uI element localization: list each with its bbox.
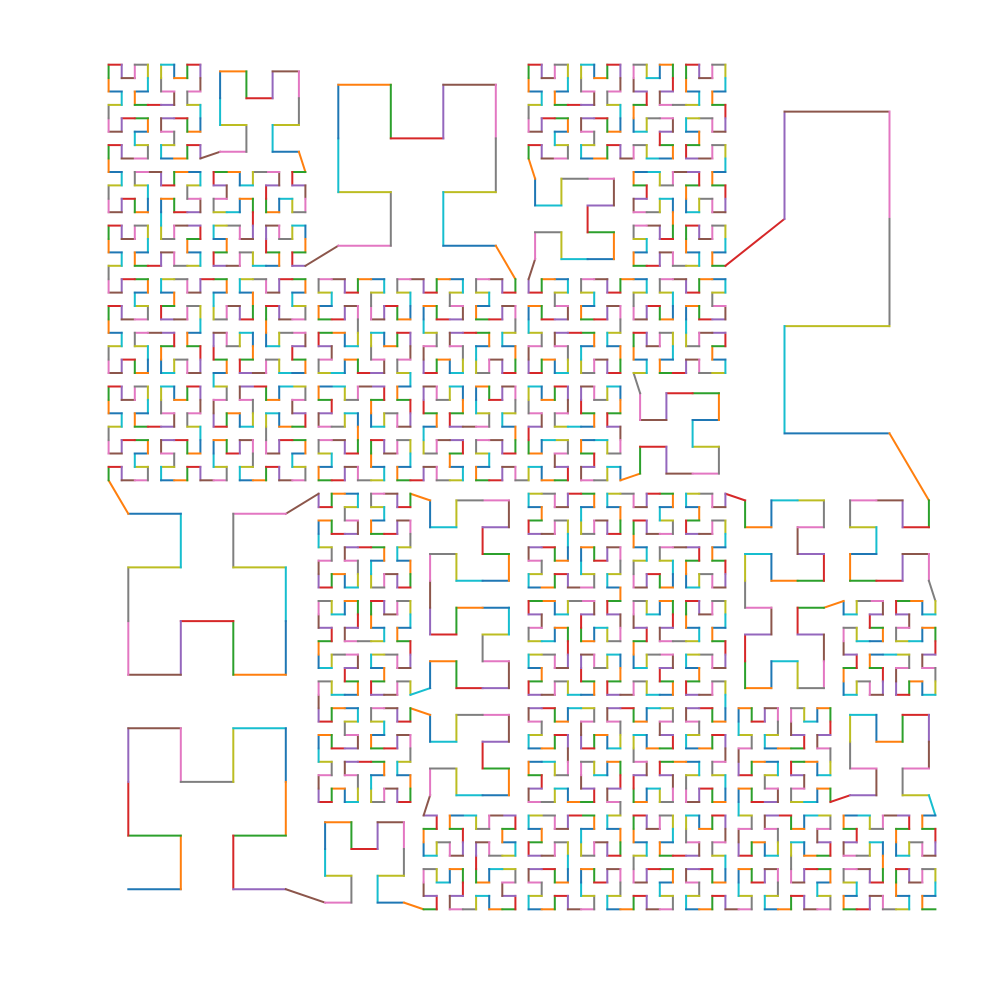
curve-segment: [409, 686, 432, 697]
curve-segment: [829, 794, 852, 804]
curve-segment: [632, 371, 642, 395]
curve-segment: [822, 599, 845, 609]
curve-segment: [527, 157, 537, 180]
curve-segment: [888, 432, 931, 502]
curve-segment: [284, 492, 320, 516]
curve-segment: [304, 244, 340, 268]
curve-segment: [297, 150, 307, 174]
curve-segment: [199, 150, 222, 160]
curve-segment: [927, 579, 937, 603]
curve-segment: [409, 706, 432, 717]
curve-segment: [422, 794, 432, 817]
curve-segment: [527, 257, 537, 281]
curve-segment: [494, 244, 517, 281]
curve-segment: [409, 492, 432, 502]
curve-segment: [723, 217, 786, 268]
curve-segment: [402, 901, 425, 911]
curve-segment: [724, 492, 747, 502]
curve-segment: [107, 478, 130, 516]
curve-segment: [619, 472, 642, 482]
curve-segment: [284, 887, 327, 904]
curve-segment: [927, 794, 937, 817]
